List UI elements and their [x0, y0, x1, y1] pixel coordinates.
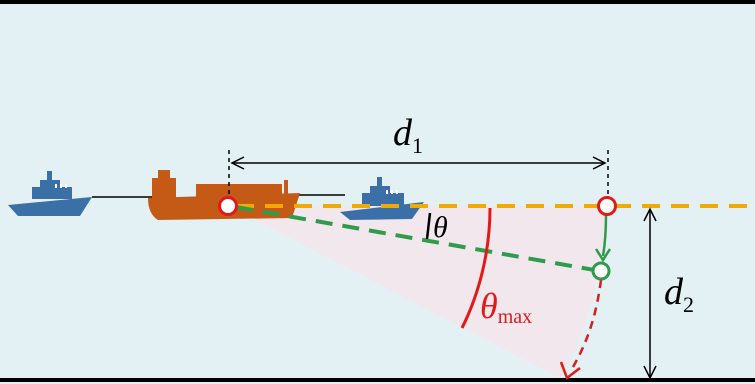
target-marker	[599, 198, 616, 215]
theta-label: θ	[433, 211, 448, 244]
start-marker	[220, 198, 237, 215]
deviated-marker	[593, 263, 609, 279]
